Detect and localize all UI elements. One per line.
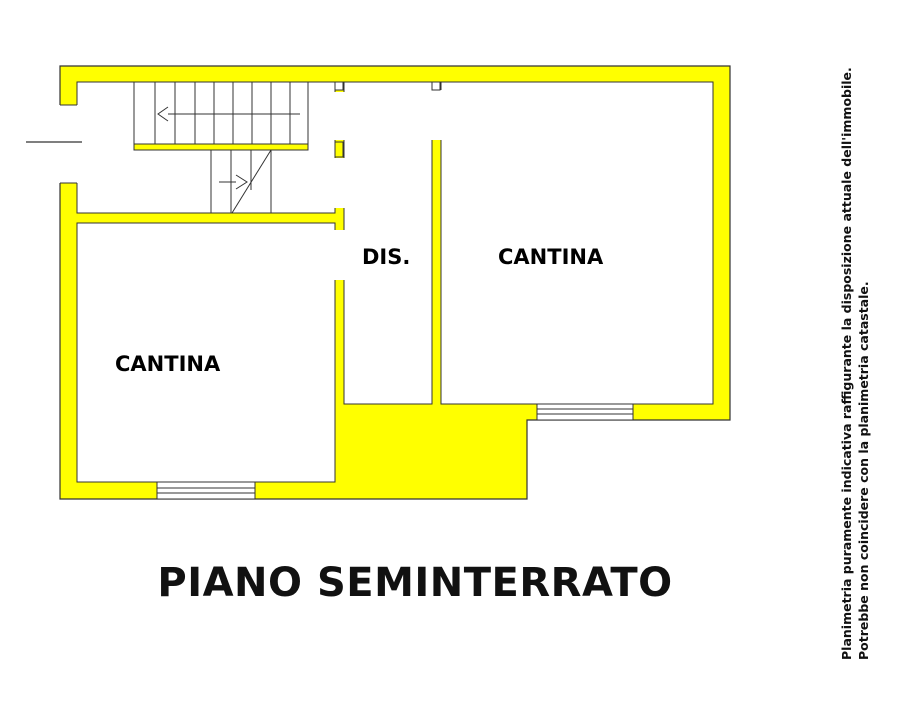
door-hall-dis-2 (334, 158, 346, 208)
disclaimer-line-2: Potrebbe non coincidere con la planimetr… (856, 281, 871, 660)
disclaimer-line-1: Planimetria puramente indicativa raffigu… (839, 67, 854, 660)
stair-lower (210, 149, 272, 214)
door-entry (59, 105, 79, 183)
room-label-cantina-right: CANTINA (498, 245, 604, 269)
floor-title: PIANO SEMINTERRATO (157, 560, 673, 606)
wall-notch-top-2 (431, 81, 441, 91)
room-label-cantina-left: CANTINA (115, 352, 221, 376)
room-dis (343, 81, 433, 405)
door-dis-cantina-left (334, 230, 346, 280)
room-label-dis: DIS. (362, 245, 410, 269)
door-dis-cantina-right (431, 90, 443, 140)
stair-upper (133, 81, 309, 145)
window-right (536, 403, 634, 421)
window-left (156, 481, 256, 500)
disclaimer: Planimetria puramente indicativa raffigu… (838, 67, 872, 660)
wall-notch-top (334, 81, 344, 91)
door-hall-dis (334, 92, 346, 140)
stair-landing-wall (133, 143, 309, 151)
wall-pillar (334, 141, 344, 158)
room-cantina-right (440, 81, 714, 405)
